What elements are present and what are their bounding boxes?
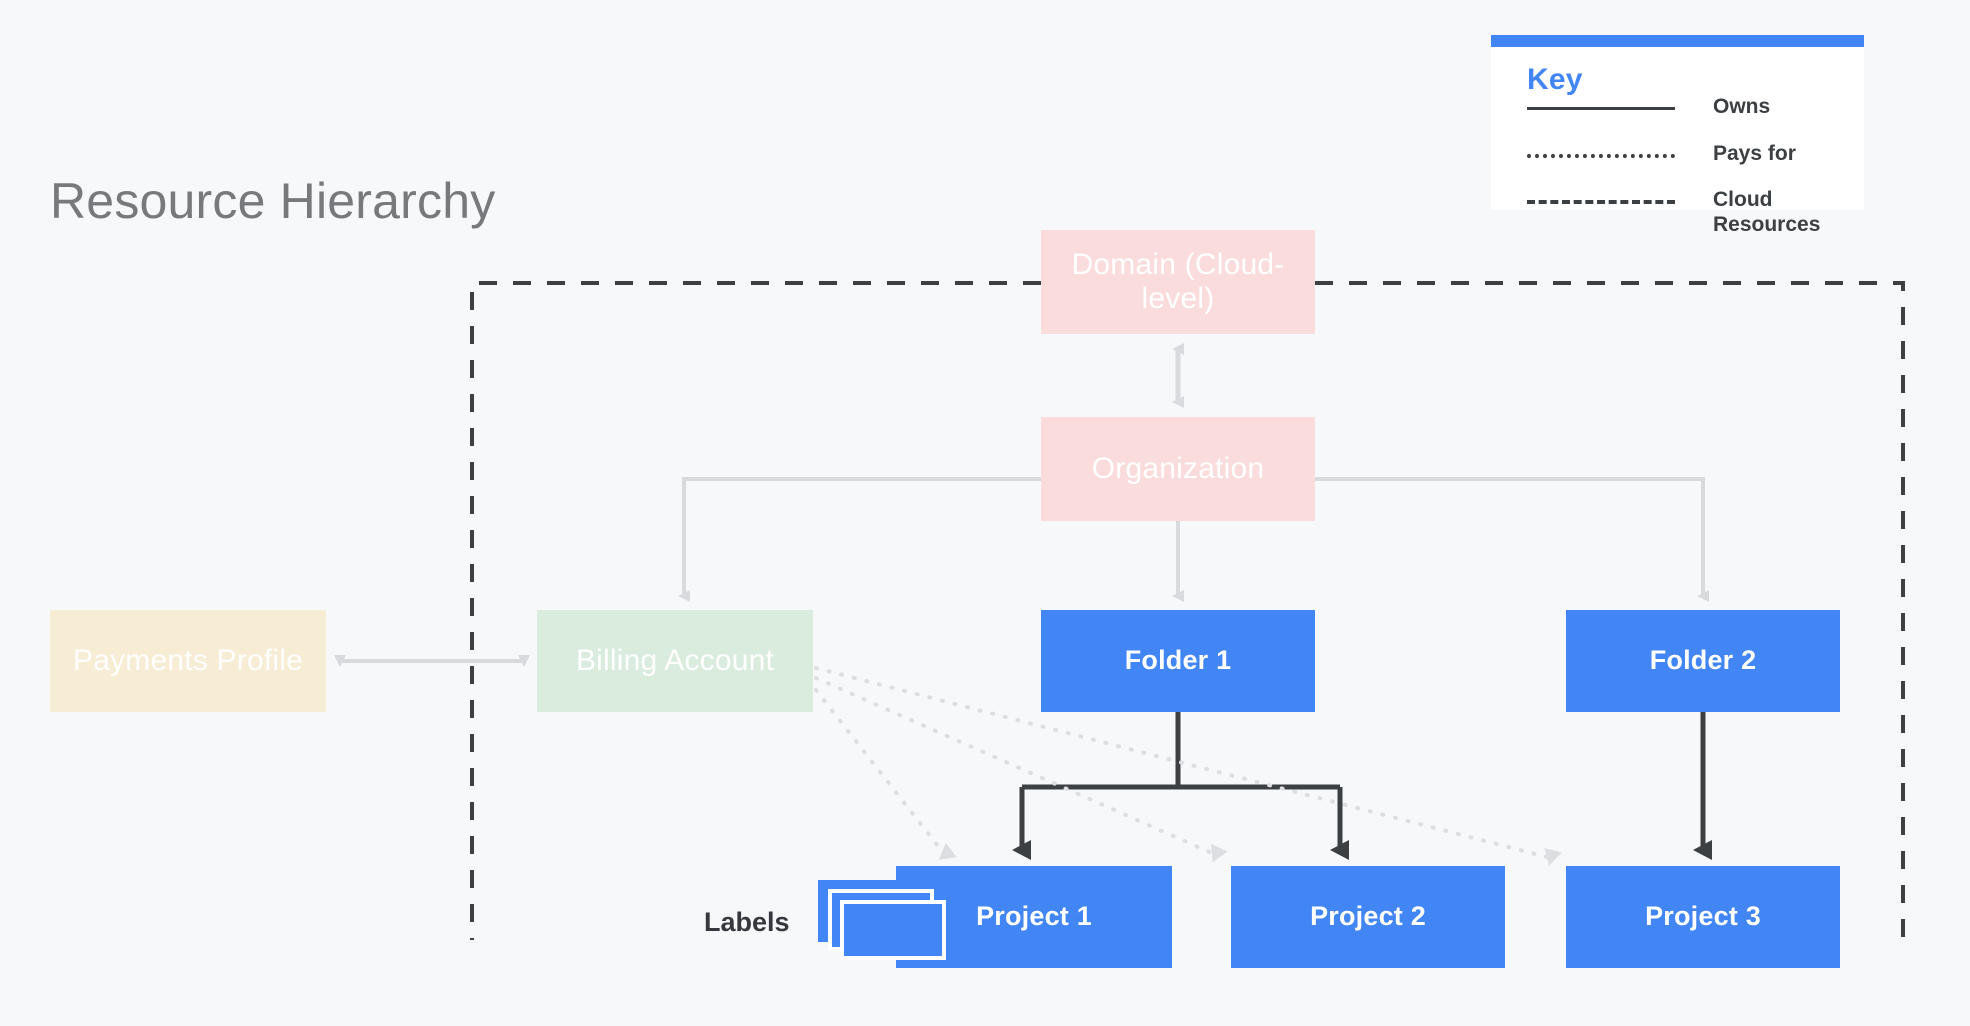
node-folder-2-label: Folder 2 (1649, 645, 1757, 676)
legend-title: Key (1527, 63, 1583, 96)
node-project-1-label: Project 1 (976, 901, 1092, 932)
legend-sample-dashed-line (1527, 200, 1675, 204)
node-payments-profile[interactable]: Payments Profile (50, 610, 326, 712)
node-project-3[interactable]: Project 3 (1566, 866, 1840, 968)
legend-row-owns: Owns (1527, 95, 1847, 129)
legend-accent-bar (1491, 35, 1864, 47)
node-project-2[interactable]: Project 2 (1231, 866, 1505, 968)
edge-billing-pays-project-1 (814, 688, 957, 860)
node-billing-account-label: Billing Account (575, 643, 775, 677)
node-domain-label: Domain (Cloud-level) (1071, 247, 1285, 316)
labels-caption: Labels (704, 907, 790, 937)
labels-stack-icon (818, 880, 946, 960)
node-folder-1[interactable]: Folder 1 (1041, 610, 1315, 712)
node-organization-label: Organization (1091, 451, 1265, 485)
legend-label-owns: Owns (1713, 95, 1771, 118)
node-folder-1-label: Folder 1 (1124, 645, 1232, 676)
legend-label-cloud-resources: Cloud Resources (1713, 188, 1821, 236)
node-organization[interactable]: Organization (1041, 417, 1315, 521)
legend-row-pays-for: Pays for (1527, 142, 1847, 176)
labels-card-front (840, 900, 946, 960)
legend-card: Key Owns Pays for Cloud Resources (1491, 35, 1864, 236)
legend-label-pays-for: Pays for (1713, 142, 1796, 165)
node-project-3-label: Project 3 (1645, 901, 1761, 932)
legend-body: Key Owns Pays for Cloud Resources (1491, 47, 1864, 236)
legend-sample-dotted-line (1527, 154, 1675, 158)
node-billing-account[interactable]: Billing Account (537, 610, 813, 712)
edge-organization-billing-account (678, 477, 1041, 602)
page-title: Resource Hierarchy (50, 173, 496, 229)
node-project-2-label: Project 2 (1310, 901, 1426, 932)
edge-organization-folder-2 (1315, 477, 1709, 602)
legend-row-cloud-resources: Cloud Resources (1527, 188, 1847, 236)
legend-sample-solid-line (1527, 107, 1675, 110)
edge-folder-1-projects (1012, 712, 1349, 860)
node-folder-2[interactable]: Folder 2 (1566, 610, 1840, 712)
node-payments-profile-label: Payments Profile (73, 643, 303, 677)
node-domain[interactable]: Domain (Cloud-level) (1041, 230, 1315, 334)
